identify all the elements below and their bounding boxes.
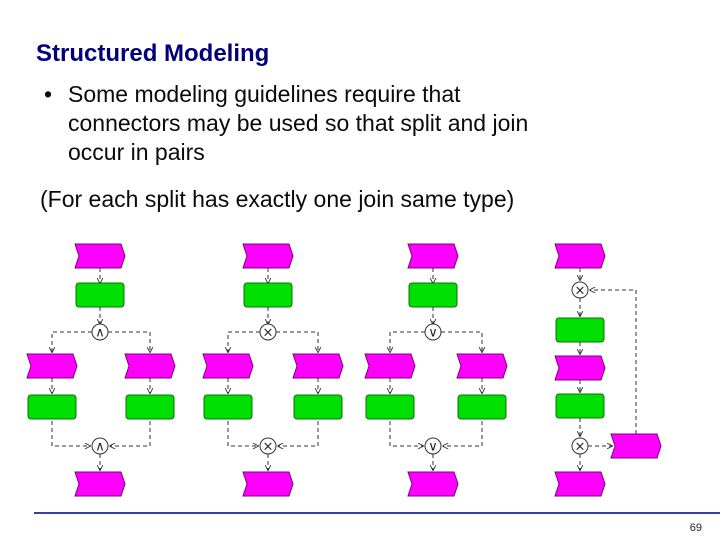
event-shape <box>74 243 126 269</box>
flow-arrow <box>110 421 151 446</box>
flow-arrow <box>276 331 318 352</box>
function-shape <box>457 394 507 420</box>
flow-arrow <box>278 421 319 446</box>
event-shape <box>610 433 662 459</box>
connector-xor-icon: × <box>263 326 274 341</box>
connector-or-icon: ∨ <box>428 326 438 341</box>
event-shape <box>292 353 344 379</box>
bullet-list: • Some modeling guidelines require that … <box>36 80 676 167</box>
connector-xor-icon: × <box>575 284 586 299</box>
flow-arrow <box>108 331 150 352</box>
function-shape <box>27 394 77 420</box>
event-shape <box>26 353 78 379</box>
event-shape <box>554 471 606 497</box>
flow-arrow <box>590 290 637 434</box>
function-shape <box>408 282 458 308</box>
function-shape <box>365 394 415 420</box>
bullet-icon: • <box>44 81 53 107</box>
connector-and-icon: ∧ <box>95 440 105 455</box>
flow-arrow <box>51 421 90 446</box>
connector-xor-icon: × <box>575 440 586 455</box>
function-shape <box>75 282 125 308</box>
epc-diagram: ∧ ∧ × × ∨ ∨ × × <box>26 243 662 497</box>
bullet-line: Some modeling guidelines require that <box>68 81 461 107</box>
slide-title: Structured Modeling <box>36 40 270 67</box>
event-shape <box>407 471 459 497</box>
flow-arrow <box>443 421 483 446</box>
event-shape <box>554 355 606 381</box>
event-shape <box>74 471 126 497</box>
event-shape <box>242 243 294 269</box>
flow-arrow <box>228 331 260 352</box>
function-shape <box>555 317 605 343</box>
event-shape <box>364 353 416 379</box>
connector-or-icon: ∨ <box>428 440 438 455</box>
flow-arrow <box>389 421 423 446</box>
function-shape <box>203 394 253 420</box>
flow-arrow <box>390 331 425 352</box>
function-shape <box>555 393 605 419</box>
flow-arrow <box>52 331 92 352</box>
function-shape <box>243 282 293 308</box>
function-shape <box>293 394 343 420</box>
footer-rule <box>34 512 720 514</box>
event-shape <box>202 353 254 379</box>
flow-arrow <box>227 421 258 446</box>
note-text: (For each split has exactly one join sam… <box>40 186 515 212</box>
bullet-line: occur in pairs <box>68 139 205 165</box>
event-shape <box>554 243 606 269</box>
bullet-item: • Some modeling guidelines require that … <box>36 80 676 167</box>
event-shape <box>407 243 459 269</box>
bullet-line: connectors may be used so that split and… <box>68 110 529 136</box>
event-shape <box>124 353 176 379</box>
event-shape <box>456 353 508 379</box>
event-shape <box>242 471 294 497</box>
connector-xor-icon: × <box>263 440 274 455</box>
connector-and-icon: ∧ <box>95 326 105 341</box>
flow-arrow <box>441 331 482 352</box>
function-shape <box>125 394 175 420</box>
page-number: 69 <box>689 522 702 534</box>
